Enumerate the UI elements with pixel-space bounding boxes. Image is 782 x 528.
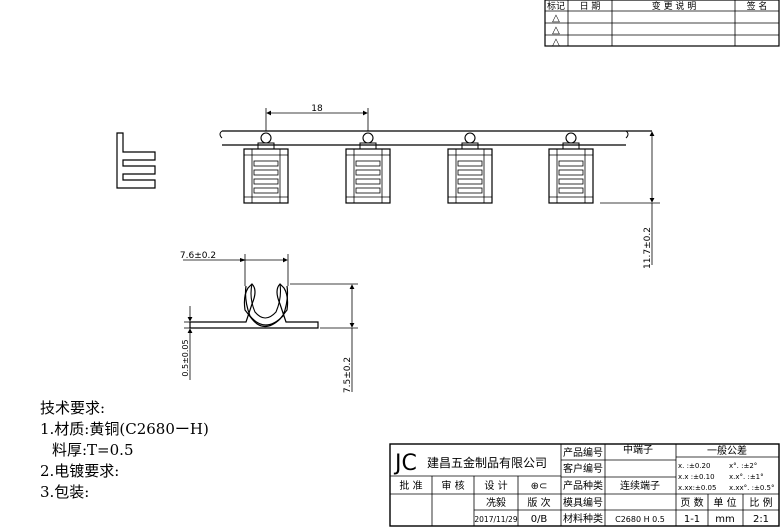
design-signature-mark: ⊕⊂ — [531, 481, 548, 492]
tolerance-3: x.x :±0.10 — [678, 473, 715, 481]
scale-label: 比 例 — [749, 496, 772, 509]
page-label: 页 数 — [680, 496, 703, 509]
thickness-dimension: 0.5±0.05 — [181, 306, 196, 380]
unit-value: mm — [715, 514, 734, 525]
revision-table: 标记 日 期 变 更 说 明 签 名 △ △ △ — [544, 0, 780, 48]
overall-height-dimension: 11.7±0.2 — [600, 131, 660, 269]
requirement-packaging: 3.包装: — [40, 483, 90, 501]
width-label: 7.6±0.2 — [180, 251, 216, 261]
tolerance-1: x. :±0.20 — [678, 462, 710, 470]
rev-header-date: 日 期 — [580, 1, 601, 12]
technical-requirements: 技术要求: 1.材质:黄铜(C2680ーH) 料厚:T=0.5 2.电镀要求: … — [40, 398, 209, 503]
material-value: C2680 H 0.5 — [615, 515, 665, 524]
section-view — [189, 283, 319, 329]
unit-label: 单 位 — [713, 496, 736, 509]
pitch-dimension: 18 — [265, 104, 369, 131]
requirement-plating: 2.电镀要求: — [40, 462, 120, 480]
page-value: 1-1 — [684, 514, 700, 525]
design-label: 设 计 — [484, 479, 507, 492]
requirements-title: 技术要求: — [40, 399, 106, 417]
pitch-label: 18 — [311, 104, 323, 114]
rev-row-1-mark: △ — [552, 13, 560, 24]
mold-no-label: 模具编号 — [563, 496, 603, 509]
width-dimension: 7.6±0.2 — [180, 251, 289, 286]
tolerance-6: x.xx°. :±0.5° — [729, 484, 774, 492]
tolerance-4: x.x°. :±1° — [729, 473, 764, 481]
tolerance-5: x.xx:±0.05 — [678, 484, 716, 492]
height-label: 7.5±0.2 — [343, 357, 353, 393]
carrier-strip — [219, 130, 652, 204]
requirement-thickness: 料厚:T=0.5 — [52, 441, 134, 459]
product-no-value: 中端子 — [623, 443, 653, 456]
revision-label: 版 次 — [527, 496, 550, 509]
thickness-label: 0.5±0.05 — [181, 339, 190, 376]
rev-row-2-mark: △ — [552, 25, 560, 36]
rev-header-signature: 签 名 — [747, 0, 768, 12]
approve-label: 批 准 — [399, 479, 422, 492]
revision-value: 0/B — [531, 514, 548, 525]
review-label: 审 核 — [441, 479, 464, 492]
product-no-label: 产品编号 — [563, 446, 603, 459]
height-dimension: 7.5±0.2 — [290, 283, 358, 393]
rev-header-description: 变 更 说 明 — [652, 0, 697, 12]
overall-height-label: 11.7±0.2 — [643, 227, 653, 269]
terminal-side-view — [116, 132, 156, 189]
drafter-name: 冼毅 — [486, 496, 506, 509]
material-label: 材料种类 — [563, 512, 603, 525]
product-type-label: 产品种类 — [563, 479, 603, 492]
requirement-material: 1.材质:黄铜(C2680ーH) — [40, 420, 209, 438]
title-block: JC 建昌五金制品有限公司 产品编号 中端子 客户编号 产品种类 连续端子 模具… — [389, 443, 780, 527]
tolerance-title: 一般公差 — [707, 444, 747, 457]
tolerance-2: x°. :±2° — [729, 462, 757, 470]
company-logo: JC — [393, 451, 417, 476]
product-type-value: 连续端子 — [620, 479, 660, 492]
customer-no-label: 客户编号 — [563, 462, 603, 475]
rev-header-mark: 标记 — [547, 0, 565, 12]
company-name: 建昌五金制品有限公司 — [427, 455, 547, 470]
drawing-date: 2017/11/29 — [474, 515, 517, 524]
rev-row-3-mark: △ — [552, 37, 560, 48]
scale-value: 2:1 — [753, 514, 769, 525]
